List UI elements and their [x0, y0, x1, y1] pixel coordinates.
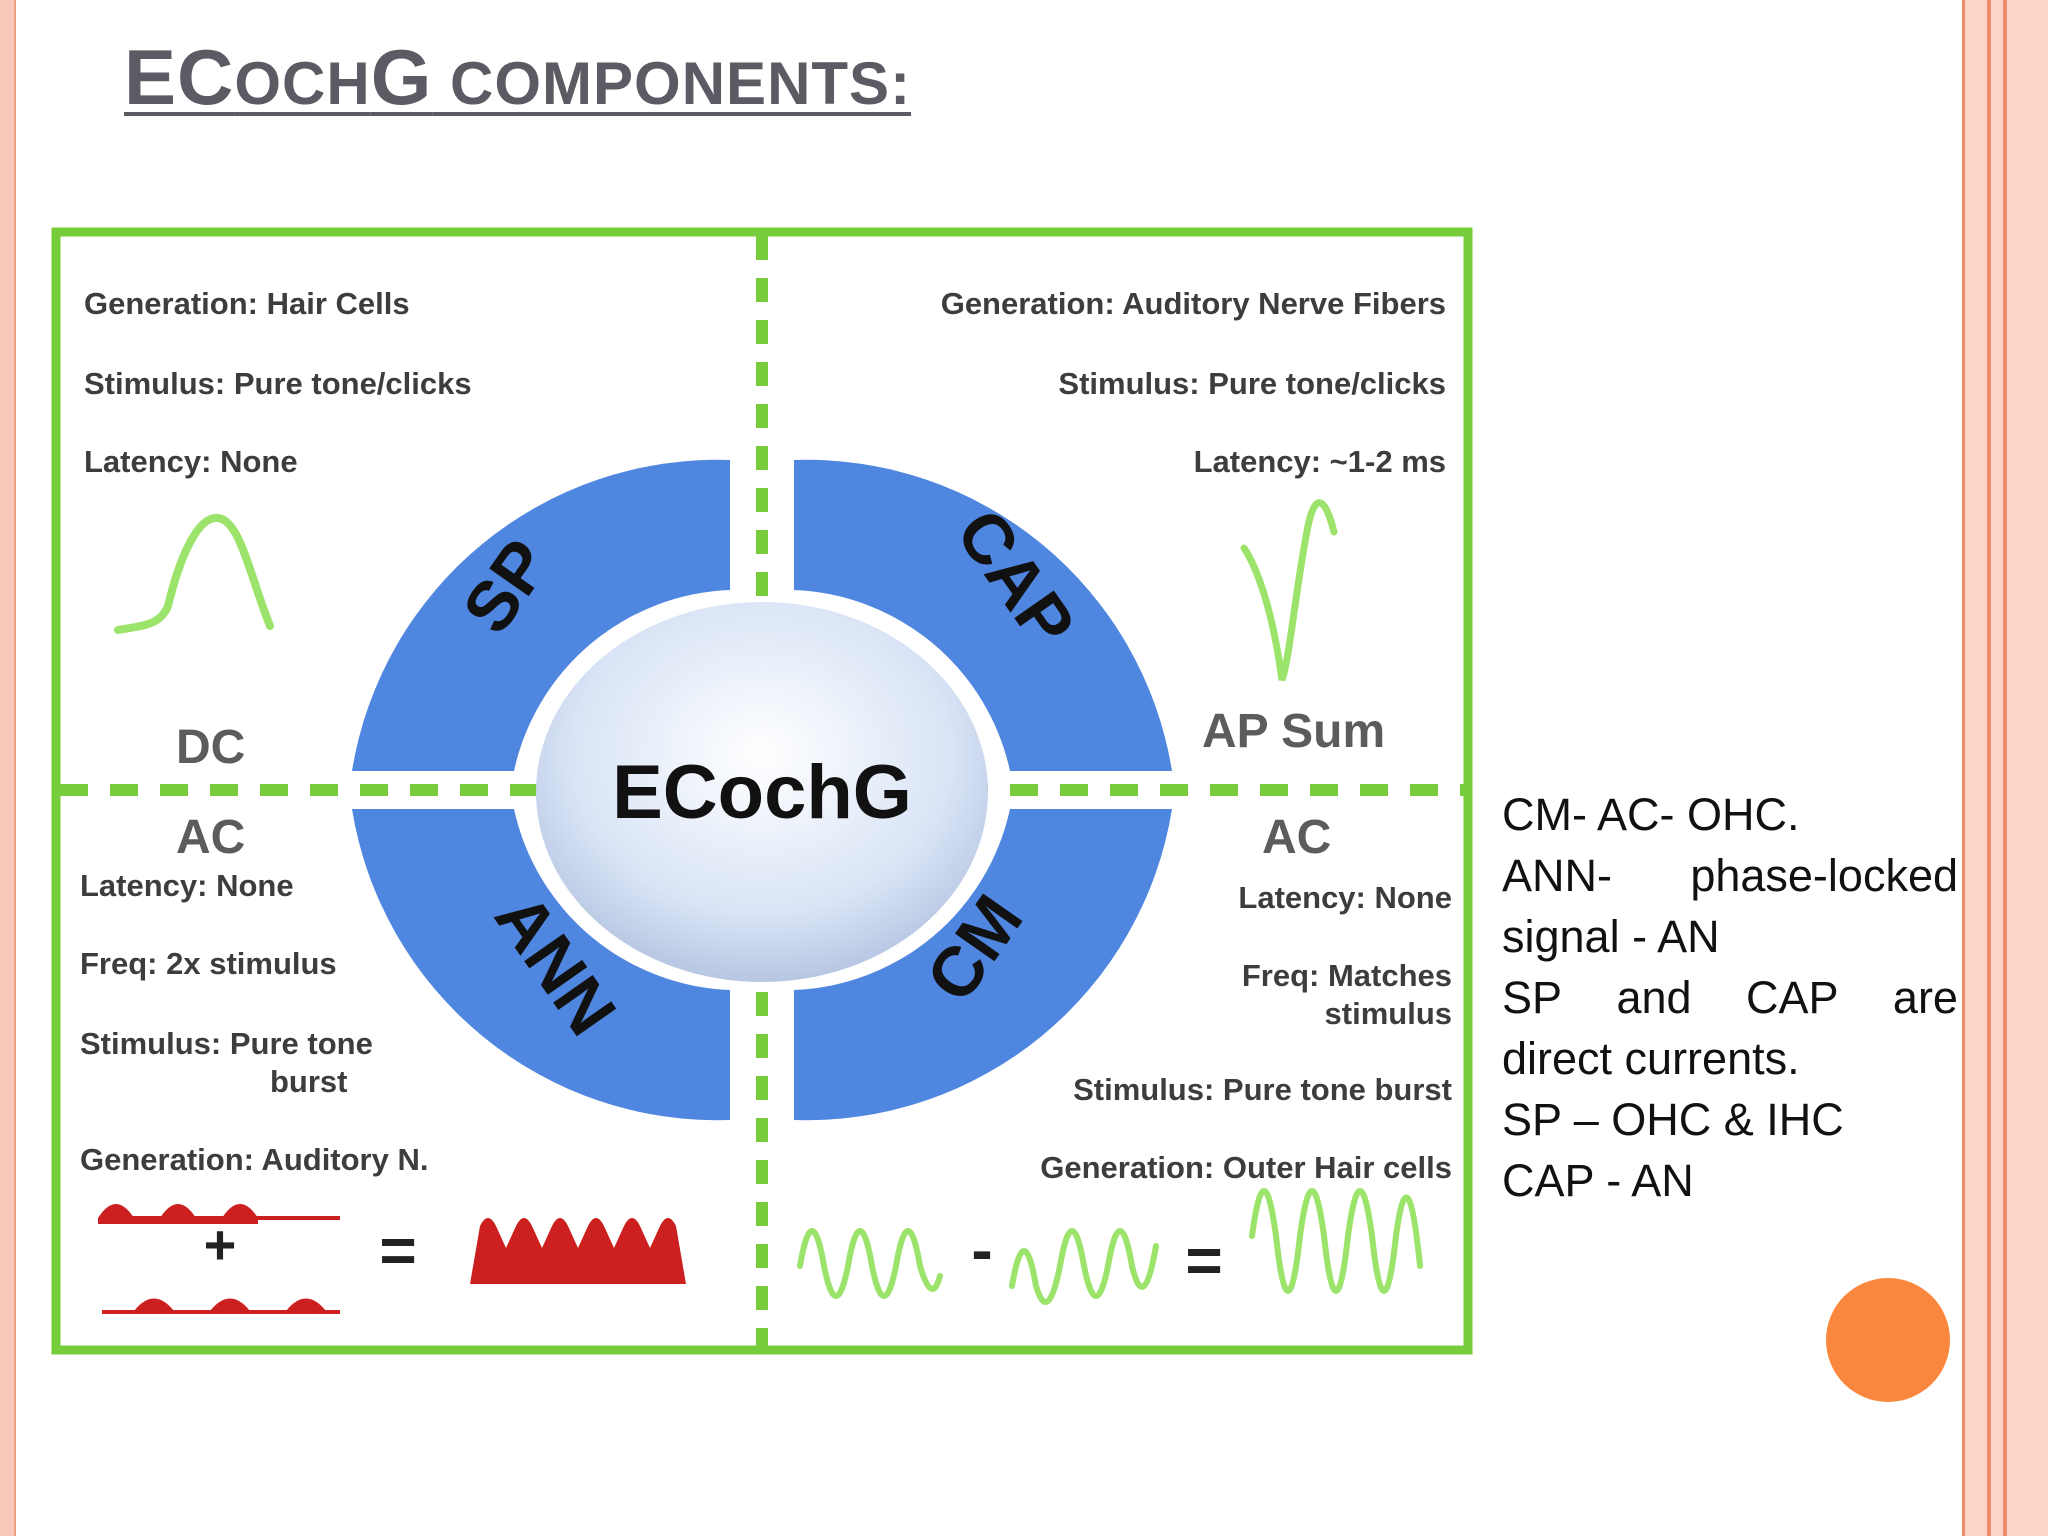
cap-stimulus: Stimulus: Pure tone/clicks [1058, 366, 1446, 401]
ap-sum-label: AP Sum [1202, 705, 1386, 758]
sp-generation: Generation: Hair Cells [84, 286, 410, 321]
ecochg-diagram: ECochG SP CAP ANN CM + = - = Genera [50, 226, 1474, 1356]
ring-segments [352, 459, 1172, 1121]
title-part: EC [124, 33, 235, 121]
sp-latency: Latency: None [84, 444, 298, 479]
note-word: ANN- [1502, 850, 1612, 901]
ann-stimulus-cont: burst [270, 1064, 348, 1099]
ann-segment [352, 809, 730, 1121]
cap-generation: Generation: Auditory Nerve Fibers [940, 286, 1446, 321]
border-stripe [2003, 0, 2007, 1536]
diagram-graphics: ECochG SP CAP ANN CM + = - = [51, 227, 1473, 1355]
ann-freq: Freq: 2x stimulus [80, 946, 337, 981]
note-line: CM- AC- OHC. [1502, 789, 1800, 840]
notes-text: CM- AC- OHC. ANN-phase-locked signal - A… [1502, 784, 1958, 1211]
title-part: G [370, 33, 433, 121]
note-line: ANN-phase-locked [1502, 845, 1958, 906]
title-part: OCH [234, 50, 371, 117]
note-line: CAP - AN [1502, 1155, 1694, 1206]
border-stripe [1987, 0, 1991, 1536]
sp-segment [352, 459, 730, 771]
plus-sign: + [204, 1213, 237, 1276]
note-word: and [1616, 972, 1692, 1023]
cm-wave-3 [1249, 1188, 1423, 1294]
red-full-wave [470, 1218, 686, 1284]
cm-ac-label: AC [1262, 811, 1332, 864]
slide-title: ECOCHG COMPONENTS: [124, 32, 911, 123]
note-word: CAP [1745, 972, 1839, 1023]
cm-generation: Generation: Outer Hair cells [1040, 1150, 1452, 1185]
ann-generation: Generation: Auditory N. [80, 1142, 429, 1177]
slide-right-border [1962, 0, 2048, 1536]
cm-latency: Latency: None [1238, 880, 1452, 915]
note-word: SP [1502, 972, 1563, 1023]
sp-stimulus: Stimulus: Pure tone/clicks [84, 366, 472, 401]
sp-waveform [114, 514, 274, 634]
cm-freq: Freq: Matches [1241, 958, 1452, 993]
center-label: ECochG [612, 750, 912, 835]
dc-label: DC [176, 721, 246, 774]
note-word: phase-locked [1690, 850, 1958, 901]
cap-segment [794, 459, 1172, 771]
cm-wave-2 [1009, 1228, 1159, 1305]
ann-ac-label: AC [176, 811, 246, 864]
cm-freq-cont: stimulus [1324, 996, 1452, 1031]
ann-stimulus: Stimulus: Pure tone [80, 1026, 373, 1061]
cap-latency: Latency: ~1-2 ms [1193, 444, 1446, 479]
cm-segment [794, 809, 1172, 1121]
ann-waveforms: + = [98, 1204, 686, 1314]
note-line: direct currents. [1502, 1033, 1800, 1084]
ann-latency: Latency: None [80, 868, 294, 903]
note-line: SP – OHC & IHC [1502, 1094, 1844, 1145]
equals-sign: = [1185, 1224, 1222, 1296]
note-line: signal - AN [1502, 911, 1720, 962]
slide-left-border [0, 0, 16, 1536]
minus-sign: - [971, 1214, 992, 1286]
cm-stimulus: Stimulus: Pure tone burst [1073, 1072, 1452, 1107]
equals-sign: = [379, 1214, 416, 1286]
red-half-wave-bottom [134, 1298, 326, 1311]
center-circle [536, 602, 988, 982]
decorative-orange-circle [1826, 1278, 1950, 1402]
cm-wave-1 [797, 1228, 943, 1299]
note-word: are [1892, 972, 1958, 1023]
note-line: SP and CAP are [1502, 967, 1958, 1028]
cm-waveforms: - = [797, 1188, 1423, 1305]
title-part: COMPONENTS: [432, 50, 912, 117]
cap-waveform [1240, 499, 1338, 682]
